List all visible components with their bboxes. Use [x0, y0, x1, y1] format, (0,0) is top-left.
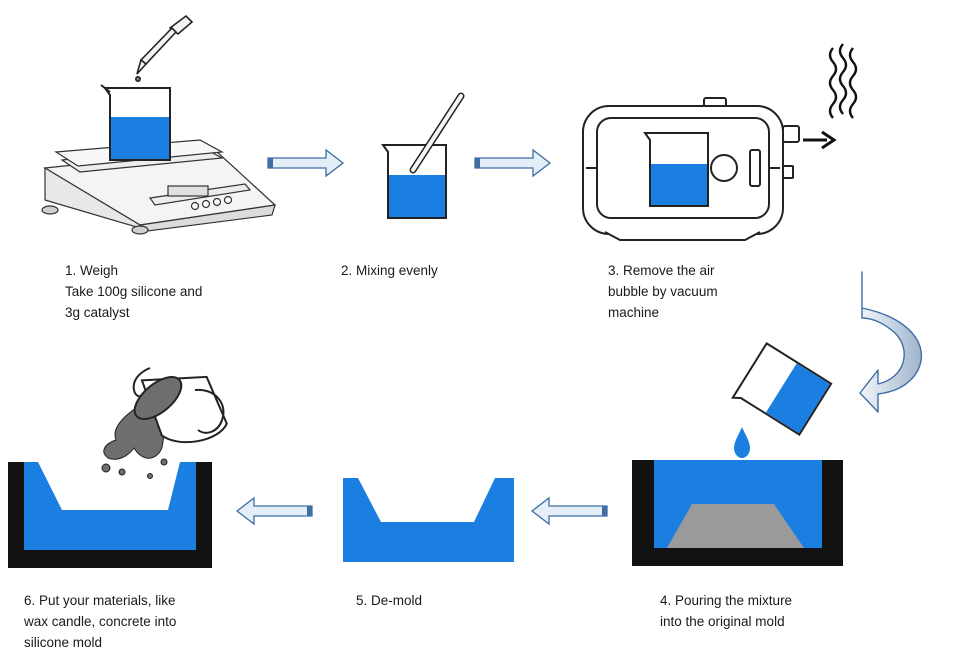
step-6-line: wax candle, concrete into	[24, 614, 177, 629]
vacuum-beaker-icon	[643, 132, 709, 207]
arrow-4-to-5	[530, 496, 608, 526]
step-3-line: machine	[608, 305, 660, 320]
arrow-2-to-3	[474, 148, 552, 178]
pouring-beaker-icon	[730, 342, 833, 436]
step-2-line: 2. Mixing evenly	[341, 263, 438, 278]
weigh-beaker-icon	[100, 84, 171, 161]
step-1-line: 1. Weigh	[65, 263, 119, 278]
step-3-line: bubble by vacuum	[608, 284, 718, 299]
heat-waves-icon	[828, 43, 858, 119]
step-3-caption: 3. Remove the air bubble by vacuum machi…	[608, 260, 718, 323]
step-5-caption: 5. De-mold	[356, 590, 422, 611]
step-4-caption: 4. Pouring the mixture into the original…	[660, 590, 792, 632]
step-1-caption: 1. Weigh Take 100g silicone and 3g catal…	[65, 260, 202, 323]
arrow-1-to-2	[267, 148, 345, 178]
mixing-beaker-icon	[381, 144, 447, 219]
step-5-line: 5. De-mold	[356, 593, 423, 608]
silicone-mold	[343, 478, 514, 562]
curved-arrow-3-to-4	[859, 271, 923, 413]
step-1-line: 3g catalyst	[65, 305, 130, 320]
step-6-caption: 6. Put your materials, like wax candle, …	[24, 590, 176, 653]
bucket-icon	[132, 367, 228, 444]
dropper-icon	[135, 14, 194, 83]
stir-rod-icon	[409, 92, 465, 174]
casting-mold	[8, 462, 212, 568]
step-3-line: 3. Remove the air	[608, 263, 715, 278]
exhaust-arrow-icon	[803, 130, 837, 150]
step-6-line: silicone mold	[24, 635, 103, 650]
step-2-caption: 2. Mixing evenly	[341, 260, 438, 281]
step-4-line: into the original mold	[660, 614, 785, 629]
arrow-5-to-6	[235, 496, 313, 526]
original-mold	[632, 460, 843, 566]
silicone-drop	[734, 427, 750, 458]
step-4-line: 4. Pouring the mixture	[660, 593, 793, 608]
step-6-line: 6. Put your materials, like	[24, 593, 176, 608]
step-1-line: Take 100g silicone and	[65, 284, 203, 299]
